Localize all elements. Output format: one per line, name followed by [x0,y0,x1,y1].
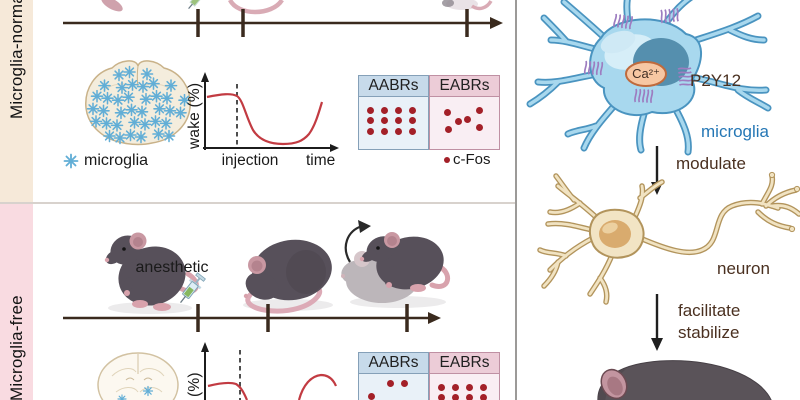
cfos-dot [401,380,409,388]
cfos-dot [454,117,462,125]
cfos-dot [464,115,472,123]
stabilize-label: stabilize [678,323,740,342]
waking-mouse-pair [341,220,450,308]
cfos-cell-aabrs-free [358,374,429,400]
cfos-dot [452,394,460,400]
cfos-dot [479,394,487,400]
cfos-dot [465,394,473,400]
microglia-cell-label: microglia [701,122,770,141]
time-label: time [306,152,336,169]
wake-up-arrow [344,224,363,263]
cfos-dot [476,123,484,131]
table-header-eabrs-free: EABRs [429,352,500,374]
microglia-legend-label: microglia [84,152,149,169]
panel-label-microglia-free: Microglia-free [7,295,26,400]
cfos-dot [367,106,375,114]
cfos-dot [381,127,389,135]
anesthetic-label: anesthetic [135,259,209,276]
cfos-dot [445,125,453,133]
column-divider [515,0,517,400]
wake-axis-label-free: (%) [186,372,203,397]
timeline-free [63,304,441,332]
cfos-dot [408,116,416,124]
cfos-dot [479,383,487,391]
wake-axis-label-normal: wake (%) [186,82,203,149]
cfos-dot [408,106,416,114]
facilitate-arrow [651,294,663,351]
cfos-dot [367,127,375,135]
modulate-label: modulate [676,154,746,173]
p2y12-label: P2Y12 [690,71,742,90]
table-header-aabrs-normal: AABRs [358,75,429,97]
cfos-dot [476,106,484,114]
cfos-dot [394,116,402,124]
timeline-normal [63,9,503,37]
injection-label: injection [221,152,279,169]
p2y12-receptor-icon [612,13,634,31]
cfos-dot [367,116,375,124]
microglia-legend-icon [63,153,79,169]
brain-microglia-normal [85,60,191,146]
cfos-dot [386,380,394,388]
cfos-cell-eabrs-normal [429,97,500,150]
table-header-aabrs-free: AABRs [358,352,429,374]
cfos-legend-dot [444,157,450,163]
wake-graph-normal [201,72,339,152]
facilitate-label: facilitate [678,301,741,320]
panel-strip-microglia-normal [0,0,33,202]
calcium-label: Ca²⁺ [632,66,660,81]
cfos-dot [367,392,375,400]
panel-strip-microglia-free [0,204,33,400]
cfos-legend-label: c-Fos [453,151,491,168]
cfos-dot [408,127,416,135]
cfos-dot [394,127,402,135]
sleeping-mouse-result [597,360,772,400]
panel-divider [0,202,516,204]
cfos-dot [443,109,451,117]
cfos-cell-eabrs-free [429,374,500,400]
cfos-dot [452,383,460,391]
cfos-dot [381,106,389,114]
cfos-dot [381,116,389,124]
brain-microglia-free [97,352,179,400]
neuron [540,171,800,302]
top-edge-mouse-fragments [101,0,493,15]
modulate-arrow [651,146,663,195]
panel-label-microglia-normal: Microglia-normal [7,0,26,119]
anesthetized-mouse [243,239,333,314]
cfos-dot [394,106,402,114]
wake-graph-free [201,342,338,400]
cfos-dot [438,394,446,400]
cfos-cell-aabrs-normal [358,97,429,150]
cfos-dot [438,383,446,391]
cfos-dot [465,383,473,391]
neuron-label: neuron [717,259,770,278]
table-header-eabrs-normal: EABRs [429,75,500,97]
